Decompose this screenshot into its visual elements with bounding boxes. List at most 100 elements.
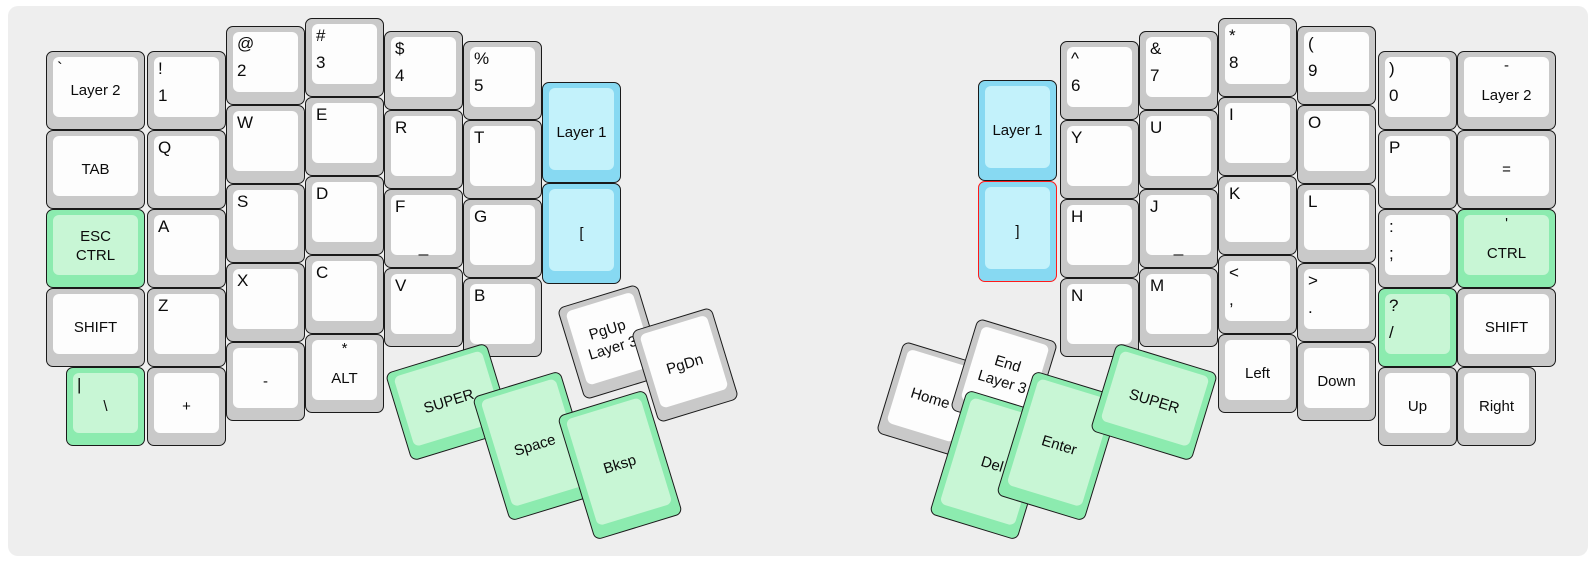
key-legend: E bbox=[316, 105, 328, 124]
key-q[interactable]: Q bbox=[147, 130, 226, 209]
key-1[interactable]: !1 bbox=[147, 51, 226, 130]
key-comma[interactable]: <, bbox=[1218, 255, 1297, 334]
key-y[interactable]: Y bbox=[1060, 120, 1139, 199]
key-legend: R bbox=[395, 118, 408, 137]
key-r[interactable]: R bbox=[384, 110, 463, 189]
keycap-surface bbox=[1385, 215, 1450, 275]
key-d[interactable]: D bbox=[305, 176, 384, 255]
key-3[interactable]: #3 bbox=[305, 18, 384, 97]
keycap-surface bbox=[391, 116, 456, 176]
key-right[interactable]: Right bbox=[1457, 367, 1536, 446]
key-c[interactable]: C bbox=[305, 255, 384, 334]
keycap-surface bbox=[1146, 37, 1211, 97]
keycap-surface bbox=[312, 261, 377, 321]
key-plus[interactable]: + bbox=[147, 367, 226, 446]
keycap-surface bbox=[1067, 205, 1132, 265]
key-legend: ! bbox=[158, 59, 163, 78]
key-2[interactable]: @2 bbox=[226, 26, 305, 105]
key-b[interactable]: B bbox=[463, 278, 542, 357]
key-k[interactable]: K bbox=[1218, 176, 1297, 255]
key-7[interactable]: &7 bbox=[1139, 31, 1218, 110]
key-quote-ctrl[interactable]: 'CTRL bbox=[1457, 209, 1556, 288]
key-down[interactable]: Down bbox=[1297, 342, 1376, 421]
keycap-surface bbox=[53, 215, 138, 275]
key-legend: CTRL bbox=[75, 246, 116, 264]
key-z[interactable]: Z bbox=[147, 288, 226, 367]
key-legend: _ bbox=[1173, 237, 1184, 256]
key-5[interactable]: %5 bbox=[463, 41, 542, 120]
key-8[interactable]: *8 bbox=[1218, 18, 1297, 97]
key-minus[interactable]: - bbox=[226, 342, 305, 421]
key-legend: V bbox=[395, 276, 407, 295]
key-up[interactable]: Up bbox=[1378, 367, 1457, 446]
key-u[interactable]: U bbox=[1139, 110, 1218, 189]
key-j[interactable]: J_ bbox=[1139, 189, 1218, 268]
keycap-surface bbox=[1464, 294, 1549, 354]
key-legend: < bbox=[1229, 263, 1239, 282]
key-semicolon[interactable]: :; bbox=[1378, 209, 1457, 288]
key-shift-right[interactable]: SHIFT bbox=[1457, 288, 1556, 367]
key-legend: Down bbox=[1317, 372, 1356, 390]
key-layer1[interactable]: Layer 1 bbox=[542, 82, 621, 183]
keycap-surface bbox=[53, 57, 138, 117]
key-legend: ' bbox=[1505, 215, 1508, 232]
key-g[interactable]: G bbox=[463, 199, 542, 278]
key-n[interactable]: N bbox=[1060, 278, 1139, 357]
key-equal[interactable]: = bbox=[1457, 130, 1556, 209]
key-a[interactable]: A bbox=[147, 209, 226, 288]
keycap-surface bbox=[1304, 111, 1369, 171]
key-period[interactable]: >. bbox=[1297, 263, 1376, 342]
key-tab[interactable]: TAB bbox=[46, 130, 145, 209]
key-alt[interactable]: *ALT bbox=[305, 334, 384, 413]
keycap-surface bbox=[312, 103, 377, 163]
key-t[interactable]: T bbox=[463, 120, 542, 199]
key-legend: . bbox=[1308, 298, 1313, 317]
key-6[interactable]: ^6 bbox=[1060, 41, 1139, 120]
key-4[interactable]: $4 bbox=[384, 31, 463, 110]
key-layer1-right[interactable]: Layer 1 bbox=[978, 80, 1057, 181]
key-f[interactable]: F_ bbox=[384, 189, 463, 268]
key-legend: 3 bbox=[316, 53, 326, 72]
key-w[interactable]: W bbox=[226, 105, 305, 184]
key-i[interactable]: I bbox=[1218, 97, 1297, 176]
key-slash[interactable]: ?/ bbox=[1378, 288, 1457, 367]
key-p[interactable]: P bbox=[1378, 130, 1457, 209]
keycap-surface bbox=[1385, 57, 1450, 117]
keycap-surface bbox=[1304, 32, 1369, 92]
key-0[interactable]: )0 bbox=[1378, 51, 1457, 130]
key-left[interactable]: Left bbox=[1218, 334, 1297, 413]
key-legend: ` bbox=[57, 59, 63, 78]
keycap-surface bbox=[1304, 348, 1369, 408]
key-pipe-backslash[interactable]: |\ bbox=[66, 367, 145, 446]
key-minus-layer2[interactable]: - Layer 2 bbox=[1457, 51, 1556, 130]
key-legend: C bbox=[316, 263, 329, 282]
key-legend: - bbox=[1504, 57, 1509, 74]
key-x[interactable]: X bbox=[226, 263, 305, 342]
key-legend: 5 bbox=[474, 76, 484, 95]
key-s[interactable]: S bbox=[226, 184, 305, 263]
keycap-surface bbox=[312, 182, 377, 242]
key-legend: / bbox=[1389, 323, 1394, 342]
key-legend: Layer 2 bbox=[1481, 86, 1532, 104]
key-legend: Y bbox=[1071, 128, 1083, 147]
keycap-surface bbox=[154, 294, 219, 354]
key-legend: G bbox=[474, 207, 488, 226]
key-legend: & bbox=[1150, 39, 1162, 58]
key-v[interactable]: V bbox=[384, 268, 463, 347]
key-legend: , bbox=[1229, 290, 1234, 309]
key-legend: 1 bbox=[158, 86, 168, 105]
key-legend: U bbox=[1150, 118, 1163, 137]
key-bracket-right[interactable]: ] bbox=[978, 181, 1057, 282]
key-9[interactable]: (9 bbox=[1297, 26, 1376, 105]
key-grave-layer2[interactable]: `Layer 2 bbox=[46, 51, 145, 130]
key-bracket-left[interactable]: [ bbox=[542, 183, 621, 284]
key-e[interactable]: E bbox=[305, 97, 384, 176]
key-shift[interactable]: SHIFT bbox=[46, 288, 145, 367]
keycap-surface bbox=[53, 136, 138, 196]
key-l[interactable]: L bbox=[1297, 184, 1376, 263]
key-m[interactable]: M bbox=[1139, 268, 1218, 347]
key-o[interactable]: O bbox=[1297, 105, 1376, 184]
key-legend: ^ bbox=[1071, 49, 1079, 68]
key-h[interactable]: H bbox=[1060, 199, 1139, 278]
